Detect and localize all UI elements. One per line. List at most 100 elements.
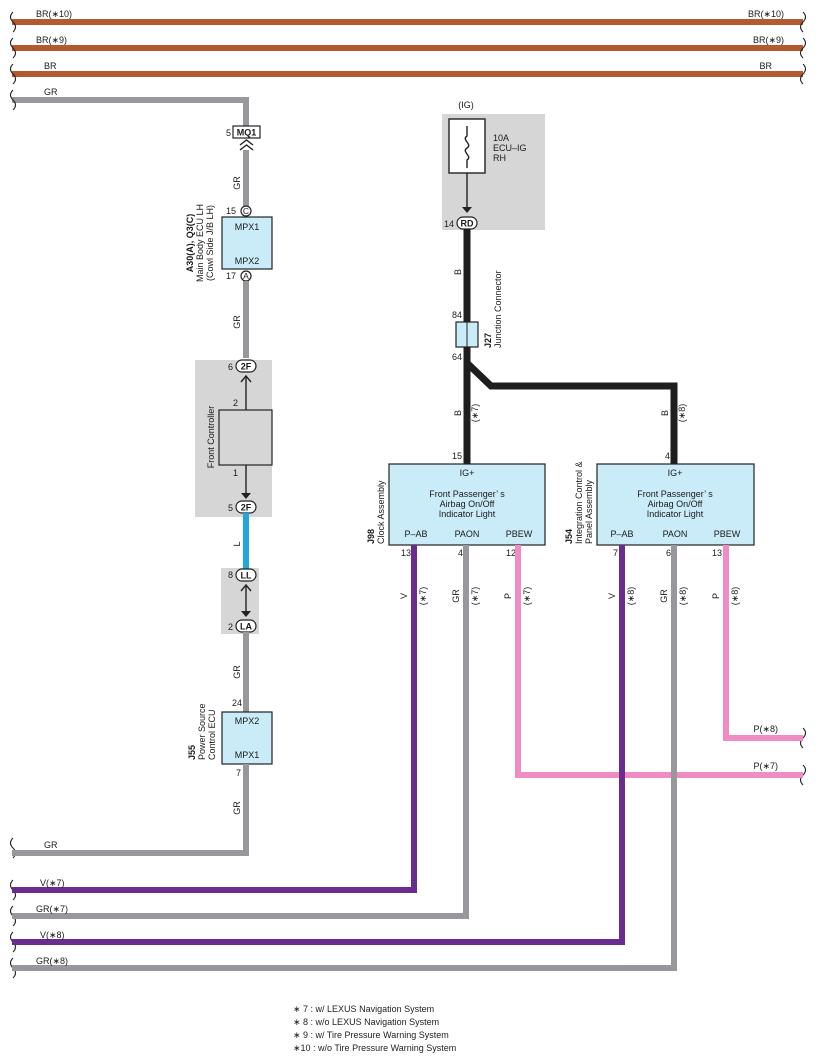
legend-item-10: ∗10 : w/o Tire Pressure Warning System xyxy=(293,1043,457,1053)
j54-text3: Indicator Light xyxy=(647,509,704,519)
fc-bottom-pin: 5 xyxy=(228,503,233,513)
j55-mpx1-label: MPX1 xyxy=(235,750,260,760)
a30-top-pin: 15 xyxy=(226,206,236,216)
la-code: LA xyxy=(240,622,252,632)
a30-ecu-box xyxy=(221,216,273,270)
wire-label-gr-3: GR xyxy=(232,665,242,679)
wire-label-br9-left: BR(∗9) xyxy=(36,35,67,45)
wire-label-b-1: B xyxy=(453,269,463,275)
fuse-code: RD xyxy=(461,219,474,229)
j98-pin3-name: PBEW xyxy=(506,529,533,539)
wire-label-b-2: B xyxy=(453,410,463,416)
j54-box xyxy=(596,463,755,546)
j54-text2: Airbag On/Off xyxy=(648,499,703,509)
wire-label-p7: P(∗7) xyxy=(753,761,778,771)
j98-title: J98 xyxy=(366,529,376,544)
wire-label-gr-1: GR xyxy=(232,176,242,190)
j55-mpx2-label: MPX2 xyxy=(235,716,260,726)
break-marks-left xyxy=(9,11,17,979)
j54-wire3-color: P xyxy=(711,593,721,599)
ll-code: LL xyxy=(241,571,252,581)
j98-text2: Airbag On/Off xyxy=(440,499,495,509)
j27-pin-top: 84 xyxy=(452,310,462,320)
fuse-name1: ECU–IG xyxy=(493,143,527,153)
wire-b-j27-j54 xyxy=(464,360,678,464)
j54-pin2-num: 6 xyxy=(666,548,671,558)
wire-label-gr7: GR(∗7) xyxy=(36,904,68,914)
j98-desc: Clock Assembly xyxy=(376,480,386,544)
j54-title: J54 xyxy=(564,529,574,544)
j54-pin2-name: PAON xyxy=(663,529,688,539)
fuse-icon xyxy=(464,126,470,168)
j54-pin1-name: P–AB xyxy=(610,529,633,539)
wire-label-gr-4: GR xyxy=(232,801,242,815)
j98-wire3-note: (∗7) xyxy=(522,587,532,606)
a30-mpx2-label: MPX2 xyxy=(235,256,260,266)
wire-v-7 xyxy=(12,545,417,893)
j54-wire1-color: V xyxy=(607,593,617,599)
fuse-pin: 14 xyxy=(444,219,454,229)
j98-box xyxy=(388,463,546,546)
j98-text1: Front Passenger’ s xyxy=(429,489,505,499)
j98-in-pin: 15 xyxy=(452,451,462,461)
j54-wire3-note: (∗8) xyxy=(730,587,740,606)
la-pin: 2 xyxy=(228,622,233,632)
j54-wire2-note: (∗8) xyxy=(678,587,688,606)
j98-ig: IG+ xyxy=(460,468,475,478)
fc-bottom-inner: 1 xyxy=(233,468,238,478)
j54-text1: Front Passenger’ s xyxy=(637,489,713,499)
wire-label-br10-right: BR(∗10) xyxy=(748,9,784,19)
j54-pin3-name: PBEW xyxy=(714,529,741,539)
legend-item-8: ∗ 8 : w/o LEXUS Navigation System xyxy=(293,1017,440,1027)
ll-code-box xyxy=(235,568,257,582)
wire-p-7 xyxy=(515,545,803,778)
wire-label-br-left: BR xyxy=(44,61,57,71)
j55-desc1: Power Source xyxy=(197,703,207,760)
j98-text3: Indicator Light xyxy=(439,509,496,519)
mq1-pin: 5 xyxy=(226,128,231,138)
j98-pin2-name: PAON xyxy=(455,529,480,539)
wire-label-gr-bottom: GR xyxy=(44,840,58,850)
wire-gr-7 xyxy=(12,545,469,919)
a30-bottom-pin: 17 xyxy=(226,271,236,281)
j55-top-pin: 24 xyxy=(232,698,242,708)
wire-label-b-3: B xyxy=(660,410,670,416)
legend-item-7: ∗ 7 : w/ LEXUS Navigation System xyxy=(293,1004,435,1014)
j54-desc2: Panel Assembly xyxy=(584,479,594,544)
j98-wire1-color: V xyxy=(399,593,409,599)
wire-gr-top xyxy=(12,97,249,128)
wire-label-b-3-note: (∗8) xyxy=(677,404,687,423)
fc-top-inner: 2 xyxy=(233,398,238,408)
j55-box xyxy=(221,711,273,765)
j98-wire1-note: (∗7) xyxy=(418,587,428,606)
j27-pin-bottom: 64 xyxy=(452,352,462,362)
wire-label-gr-2: GR xyxy=(232,315,242,329)
fc-bottom-code: 2F xyxy=(241,503,252,513)
wire-label-br10-left: BR(∗10) xyxy=(36,9,72,19)
j54-ig: IG+ xyxy=(668,468,683,478)
legend-item-9: ∗ 9 : w/ Tire Pressure Warning System xyxy=(293,1030,449,1040)
j55-bottom-pin: 7 xyxy=(236,768,241,778)
fuse-ig-label: (IG) xyxy=(458,100,474,110)
fc-bottom-arrow xyxy=(241,493,251,499)
mq1-chevrons xyxy=(239,139,254,151)
fc-top-pin: 6 xyxy=(228,362,233,372)
j98-wire2-color: GR xyxy=(451,589,461,603)
wire-label-gr-top: GR xyxy=(44,87,58,97)
j54-desc1: Integration Control & xyxy=(574,461,584,544)
wire-label-br9-right: BR(∗9) xyxy=(753,35,784,45)
j27-desc: Junction Connector xyxy=(493,270,503,348)
j55-title: J55 xyxy=(187,745,197,760)
front-controller-box xyxy=(218,409,273,466)
wire-label-b-2-note: (∗7) xyxy=(470,404,480,423)
j55-desc2: Control ECU xyxy=(207,709,217,760)
a30-desc2: (Cowl Side J/B LH) xyxy=(205,205,215,281)
a30-title: A30(A), Q3(C) xyxy=(185,214,195,273)
wire-gr-j55-bottom xyxy=(12,764,249,856)
j98-pin2-num: 4 xyxy=(458,548,463,558)
mq1-connector xyxy=(232,125,261,139)
fc-top-code: 2F xyxy=(241,362,252,372)
j98-wire2-note: (∗7) xyxy=(470,587,480,606)
wire-p-8 xyxy=(723,545,803,741)
